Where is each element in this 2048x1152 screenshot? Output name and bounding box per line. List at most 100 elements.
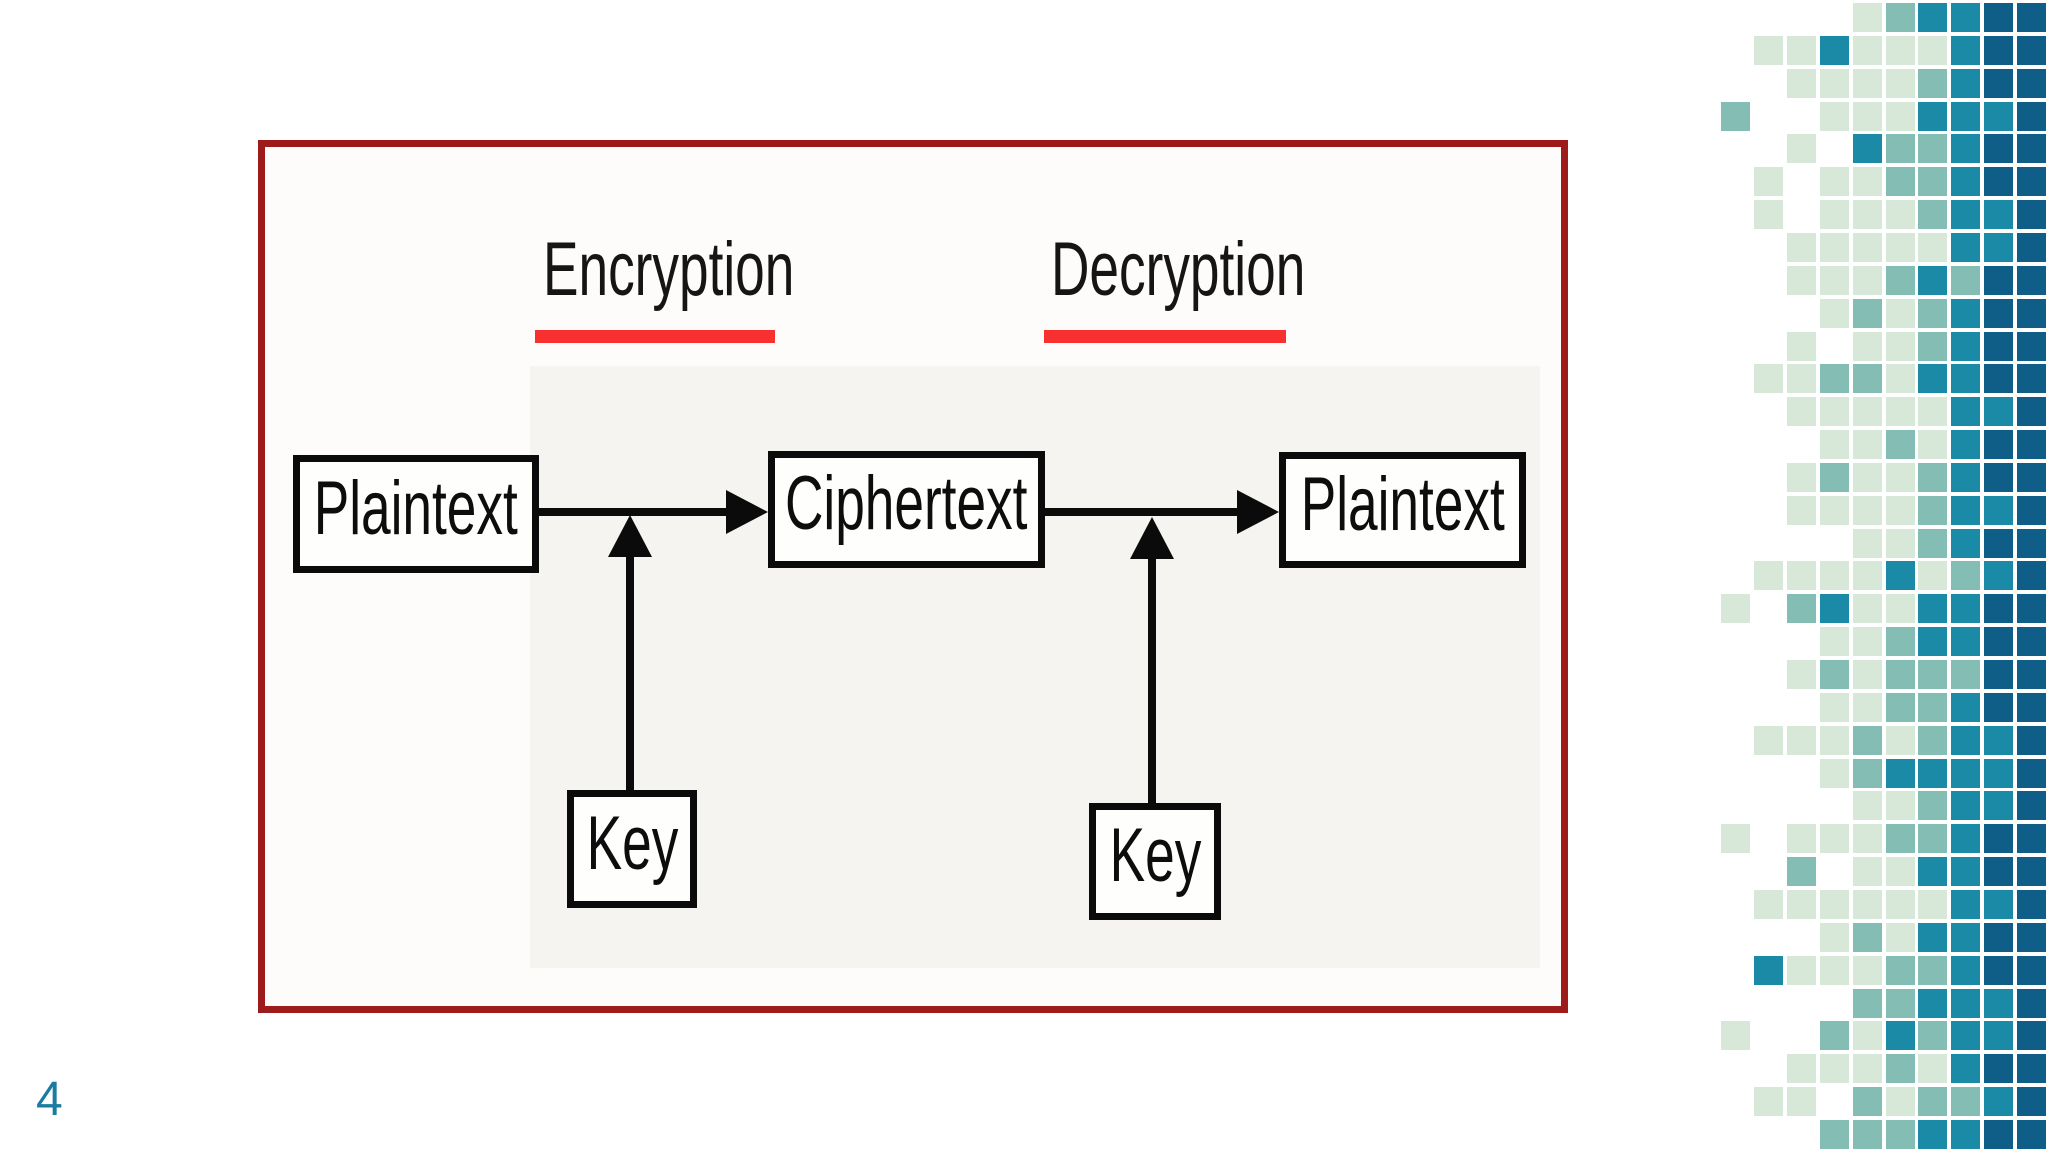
mosaic-cell [1984, 889, 2014, 919]
mosaic-cell [2017, 594, 2047, 624]
mosaic-cell [1918, 462, 1948, 492]
mosaic-cell [1852, 265, 1882, 295]
mosaic-cell [2017, 430, 2047, 460]
mosaic-cell [1984, 298, 2014, 328]
mosaic-cell [1885, 857, 1915, 887]
mosaic-cell [1885, 1119, 1915, 1149]
plaintext-node-left: Plaintext [293, 455, 539, 573]
mosaic-cell [2017, 627, 2047, 657]
mosaic-cell [1852, 857, 1882, 887]
mosaic-cell [1885, 594, 1915, 624]
mosaic-cell [1885, 462, 1915, 492]
mosaic-cell [1819, 200, 1849, 230]
mosaic-cell [1984, 167, 2014, 197]
mosaic-cell [1721, 101, 1750, 131]
mosaic-cell [1753, 200, 1783, 230]
mosaic-cell [1885, 660, 1915, 689]
mosaic-cell [2017, 889, 2047, 919]
mosaic-decoration [1721, 3, 2048, 1152]
mosaic-cell [1951, 791, 1981, 821]
mosaic-cell [1885, 692, 1915, 722]
key-node-left: Key [567, 790, 697, 908]
mosaic-cell [1918, 1119, 1948, 1149]
mosaic-cell [2017, 101, 2047, 131]
mosaic-cell [1951, 134, 1981, 164]
mosaic-cell [1885, 298, 1915, 328]
mosaic-cell [1819, 627, 1849, 657]
mosaic-cell [1918, 627, 1948, 657]
mosaic-cell [1819, 364, 1849, 394]
mosaic-cell [2017, 1054, 2047, 1084]
mosaic-cell [1885, 1087, 1915, 1117]
mosaic-cell [1819, 35, 1849, 65]
mosaic-cell [1984, 462, 2014, 492]
mosaic-cell [1786, 725, 1816, 755]
mosaic-cell [1753, 955, 1783, 985]
mosaic-cell [2017, 134, 2047, 164]
mosaic-cell [1918, 35, 1948, 65]
mosaic-cell [1852, 167, 1882, 197]
mosaic-cell [1852, 495, 1882, 525]
mosaic-cell [1852, 889, 1882, 919]
mosaic-cell [1951, 364, 1981, 394]
mosaic-cell [2017, 561, 2047, 591]
mosaic-cell [1819, 1054, 1849, 1084]
mosaic-cell [1819, 232, 1849, 262]
arrow-ciphertext-to-plaintext [1045, 508, 1239, 516]
mosaic-cell [1918, 758, 1948, 788]
mosaic-cell [1984, 824, 2014, 854]
mosaic-cell [1885, 955, 1915, 985]
mosaic-cell [1852, 232, 1882, 262]
mosaic-cell [1885, 101, 1915, 131]
mosaic-cell [1852, 594, 1882, 624]
mosaic-cell [1984, 430, 2014, 460]
mosaic-cell [1984, 955, 2014, 985]
mosaic-cell [1786, 889, 1816, 919]
mosaic-cell [2017, 3, 2047, 32]
arrow-key-to-encryption [626, 555, 634, 790]
mosaic-cell [1918, 1087, 1948, 1117]
mosaic-cell [1753, 364, 1783, 394]
mosaic-cell [2017, 1087, 2047, 1117]
mosaic-cell [1753, 725, 1783, 755]
mosaic-cell [1984, 1119, 2014, 1149]
mosaic-cell [2017, 495, 2047, 525]
mosaic-cell [1819, 167, 1849, 197]
mosaic-cell [1819, 660, 1849, 689]
mosaic-cell [1918, 955, 1948, 985]
mosaic-cell [1918, 101, 1948, 131]
mosaic-cell [1951, 627, 1981, 657]
mosaic-cell [1852, 35, 1882, 65]
mosaic-cell [1819, 594, 1849, 624]
mosaic-cell [1918, 3, 1948, 32]
mosaic-cell [1951, 232, 1981, 262]
mosaic-cell [1852, 331, 1882, 361]
mosaic-cell [1885, 725, 1915, 755]
encryption-underline [535, 330, 775, 343]
mosaic-cell [1786, 232, 1816, 262]
mosaic-cell [1885, 200, 1915, 230]
mosaic-cell [1951, 758, 1981, 788]
mosaic-cell [2017, 922, 2047, 952]
mosaic-cell [1885, 824, 1915, 854]
mosaic-cell [1786, 824, 1816, 854]
mosaic-cell [1819, 265, 1849, 295]
mosaic-cell [1951, 101, 1981, 131]
mosaic-cell [1819, 101, 1849, 131]
mosaic-cell [1819, 561, 1849, 591]
mosaic-cell [1951, 561, 1981, 591]
mosaic-cell [1852, 1054, 1882, 1084]
mosaic-cell [2017, 35, 2047, 65]
mosaic-cell [1819, 824, 1849, 854]
mosaic-cell [1885, 627, 1915, 657]
mosaic-cell [2017, 988, 2047, 1018]
mosaic-cell [1951, 988, 1981, 1018]
mosaic-cell [1951, 167, 1981, 197]
arrow-key-to-decryption [1148, 557, 1156, 803]
mosaic-cell [2017, 68, 2047, 98]
arrowhead-up-icon [608, 515, 652, 557]
mosaic-cell [1918, 298, 1948, 328]
mosaic-cell [1951, 1119, 1981, 1149]
mosaic-cell [1852, 791, 1882, 821]
mosaic-cell [1918, 397, 1948, 427]
